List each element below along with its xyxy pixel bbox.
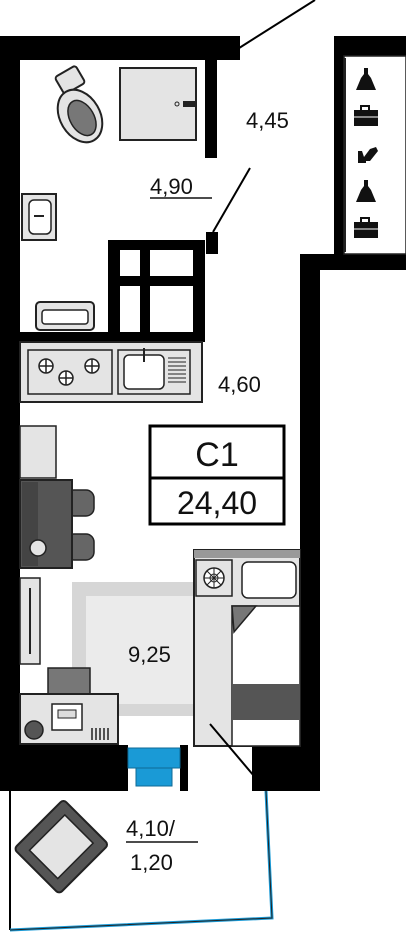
- area-label-bathroom: 4,45: [246, 108, 289, 133]
- dining-table-icon: [19, 479, 95, 569]
- walls: [0, 36, 406, 791]
- unit-code: С1: [195, 436, 238, 474]
- svg-text:4,10/: 4,10/: [126, 816, 176, 841]
- shower-icon: [119, 67, 197, 141]
- desk-icon: [19, 667, 119, 745]
- area-label-balcony: 4,10/ 1,20: [126, 816, 198, 875]
- unit-info-box: С1 24,40: [148, 424, 286, 526]
- kitchen-sink-icon: [117, 348, 191, 395]
- suitcase-icon: [354, 105, 378, 238]
- balcony-outline: [9, 790, 274, 932]
- unit-total-area: 24,40: [177, 485, 257, 521]
- dress-icon: [356, 68, 376, 202]
- armchair-icon: [14, 799, 109, 894]
- bed-icon: [193, 549, 301, 747]
- outer-line: [235, 0, 316, 51]
- area-label-kitchen: 4,60: [218, 372, 261, 397]
- sink-icon: [21, 193, 57, 241]
- toilet-icon: [54, 65, 104, 144]
- door-line: [212, 167, 251, 233]
- svg-text:4,90: 4,90: [150, 174, 193, 199]
- area-label-living: 9,25: [128, 642, 171, 667]
- svg-text:4,45: 4,45: [246, 108, 289, 133]
- svg-text:9,25: 9,25: [128, 642, 171, 667]
- washing-machine-icon: [35, 301, 95, 331]
- svg-text:4,60: 4,60: [218, 372, 261, 397]
- svg-text:1,20: 1,20: [130, 850, 173, 875]
- balcony-door-line: [209, 723, 255, 777]
- mirror: [19, 577, 41, 665]
- area-label-hallway: 4,90: [150, 174, 212, 199]
- window: [127, 747, 181, 787]
- fridge-icon: [19, 425, 57, 479]
- shoe-icon: [358, 147, 378, 163]
- stove-icon: [27, 349, 113, 395]
